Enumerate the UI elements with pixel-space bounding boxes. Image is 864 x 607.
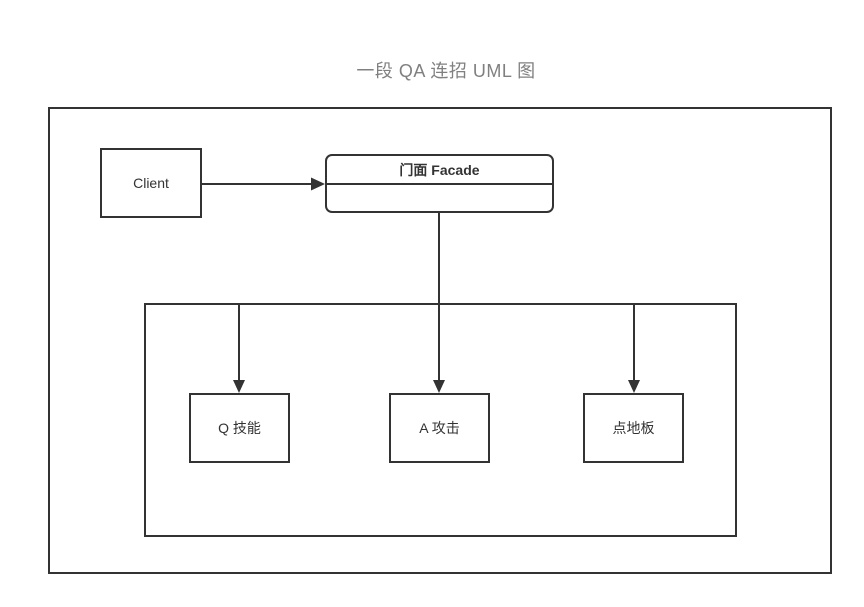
- facade-box: 门面 Facade: [325, 154, 554, 213]
- facade-title: 门面 Facade: [327, 156, 552, 185]
- client-label: Client: [133, 175, 169, 191]
- subsystem-label-q-skill: Q 技能: [218, 420, 261, 436]
- subsystem-box-q-skill: Q 技能: [189, 393, 290, 463]
- subsystem-label-a-attack: A 攻击: [419, 420, 460, 436]
- subsystem-box-a-attack: A 攻击: [389, 393, 490, 463]
- client-box: Client: [100, 148, 202, 218]
- facade-body-section: [327, 185, 552, 211]
- diagram-title: 一段 QA 连招 UML 图: [356, 61, 536, 81]
- diagram-boundary: [48, 107, 832, 574]
- subsystem-container: [144, 303, 737, 537]
- subsystem-box-floor-click: 点地板: [583, 393, 684, 463]
- subsystem-label-floor-click: 点地板: [612, 420, 655, 436]
